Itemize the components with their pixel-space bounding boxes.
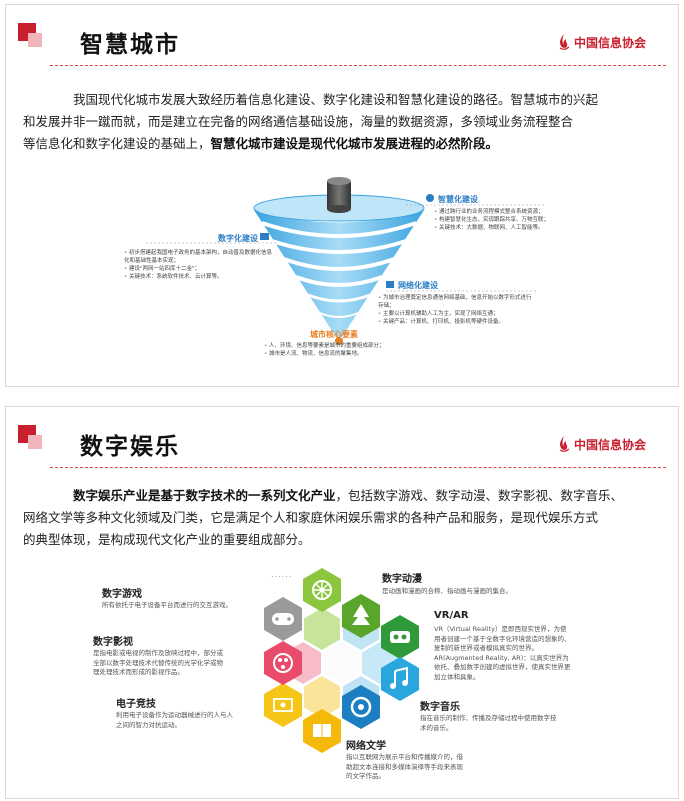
esports-desc: 利用电子设备作为运动器械进行的人与人 之间的智力对抗运动。 bbox=[116, 711, 233, 729]
divider bbox=[50, 467, 666, 468]
digital-build-label: 数字化建设 bbox=[218, 234, 258, 243]
smart-build-icon bbox=[426, 194, 434, 202]
slide-title: 智慧城市 bbox=[80, 32, 180, 58]
funnel-band bbox=[271, 239, 407, 254]
music-note-icon bbox=[381, 657, 419, 701]
book-icon bbox=[303, 709, 341, 753]
funnel-band bbox=[319, 312, 359, 318]
cylinder-body bbox=[327, 181, 351, 209]
smart-build-label: 智慧化建设 bbox=[438, 195, 478, 204]
funnel-band bbox=[295, 275, 383, 287]
game-desc: 所有依托于电子设备平台而进行的交互游戏。 bbox=[102, 601, 232, 609]
camera-lens-icon bbox=[342, 685, 380, 729]
digital-build-icon bbox=[260, 233, 269, 240]
vr-headset-icon bbox=[381, 615, 419, 659]
anime-title: 数字动漫 bbox=[382, 574, 422, 585]
core-element-label: 城市核心要素 bbox=[310, 330, 358, 339]
vr-desc: VR（Virtual Reality）是即西现实世界，为使 用者创建一个基于全数… bbox=[434, 625, 571, 681]
funnel-band bbox=[307, 293, 371, 303]
para-line: 数字娱乐产业是基于数字技术的一系列文化产业，包括数字游戏、数字动漫、数字影视、数… bbox=[73, 488, 624, 503]
funnel-diagram bbox=[146, 177, 546, 345]
para-line: 网络文学等多种文化领域及门类，它是满足个人和家庭休闲娱乐需求的各种产品和服务，是… bbox=[23, 510, 599, 525]
film-title: 数字影视 bbox=[93, 637, 133, 648]
slide-title: 数字娱乐 bbox=[80, 434, 180, 460]
gamepad-icon bbox=[264, 597, 302, 641]
para-line: 我国现代化城市发展大致经历着信息化建设、数字化建设和智慧化建设的路径。智慧城市的… bbox=[73, 92, 599, 107]
literature-title: 网络文学 bbox=[346, 741, 386, 752]
org-logo: 中国信息协会 bbox=[557, 33, 646, 51]
para-line: 和发展并非一蹴而就，而是建立在完备的网络通信基础设施，海量的数据资源，多领域业务… bbox=[23, 114, 574, 129]
para-emphasis: 智慧化城市建设是现代化城市发展进程的必然阶段。 bbox=[210, 136, 499, 151]
anime-desc: 是动画和漫画的合称、指动画与漫画的集合。 bbox=[382, 587, 512, 595]
flame-logo-icon bbox=[559, 436, 570, 452]
flame-logo-icon bbox=[559, 34, 570, 50]
divider bbox=[50, 65, 666, 66]
slide-smart-city: 智慧城市 中国信息协会 我国现代化城市发展大致经历着信息化建设、数字化建设和智慧… bbox=[5, 4, 679, 387]
para-line: 的典型体现，是构成现代文化产业的重要组成部分。 bbox=[23, 532, 311, 547]
network-build-label: 网络化建设 bbox=[398, 281, 438, 290]
funnel-band bbox=[261, 221, 417, 238]
vr-title: VR/AR bbox=[434, 610, 469, 621]
decor-dots: ...... bbox=[271, 570, 293, 579]
pinwheel-icon bbox=[303, 568, 341, 612]
smart-build-notes: 通过跨行业的业务流程模式整合系统资源； 构建智慧化生态，实现跟踪共享、万物互联；… bbox=[434, 208, 584, 232]
music-title: 数字音乐 bbox=[420, 702, 460, 713]
intro-paragraph: 我国现代化城市发展大致经历着信息化建设、数字化建设和智慧化建设的路径。智慧城市的… bbox=[23, 89, 646, 155]
film-reel-icon bbox=[264, 641, 302, 685]
para-emphasis: 数字娱乐产业是基于数字技术的一系列文化产业 bbox=[73, 488, 336, 503]
para-line: 等信息化和数字化建设的基础上，智慧化城市建设是现代化城市发展进程的必然阶段。 bbox=[23, 136, 499, 151]
slide-digital-entertainment: 数字娱乐 中国信息协会 数字娱乐产业是基于数字技术的一系列文化产业，包括数字游戏… bbox=[5, 406, 679, 799]
esports-icon bbox=[264, 683, 302, 727]
hexagon-diagram bbox=[264, 568, 419, 753]
network-build-notes: 为城市治理奠定信息通信网络基础，信息开始以数字形式进行存储； 主要以计算机辅助人… bbox=[378, 294, 533, 326]
org-logo: 中国信息协会 bbox=[557, 435, 646, 453]
literature-desc: 指以互联网为展示平台和传播媒介的，借 助超文本连接和多媒体演绎等手段来表现 的文… bbox=[346, 753, 463, 780]
cylinder-top bbox=[327, 177, 351, 185]
cylinder-bottom bbox=[327, 205, 351, 213]
network-build-icon bbox=[386, 281, 394, 288]
intro-paragraph: 数字娱乐产业是基于数字技术的一系列文化产业，包括数字游戏、数字动漫、数字影视、数… bbox=[23, 485, 646, 551]
funnel-band bbox=[283, 257, 395, 271]
tree-icon bbox=[342, 594, 380, 638]
game-title: 数字游戏 bbox=[102, 589, 142, 600]
music-desc: 指在音乐的制作、传播及存储过程中使用数字技 术的音乐。 bbox=[420, 714, 557, 732]
org-name: 中国信息协会 bbox=[573, 35, 646, 50]
film-desc: 是指电影或电视的制作及放映过程中，部分或 全部以数字处理技术代替传统的光学化学或… bbox=[93, 649, 223, 676]
digital-build-notes: 初步搭建起我国电子政务的基本架构，自动普及数据化信息化和基础性基本实现； 建设"… bbox=[124, 249, 274, 281]
esports-title: 电子竞技 bbox=[116, 699, 156, 710]
org-name: 中国信息协会 bbox=[573, 437, 646, 452]
core-element-notes: 人、环境、信息等要素是城市的重要组成部分； 城市是人流、物流、信息流的聚集地。 bbox=[264, 342, 429, 358]
funnel-body bbox=[254, 210, 424, 337]
